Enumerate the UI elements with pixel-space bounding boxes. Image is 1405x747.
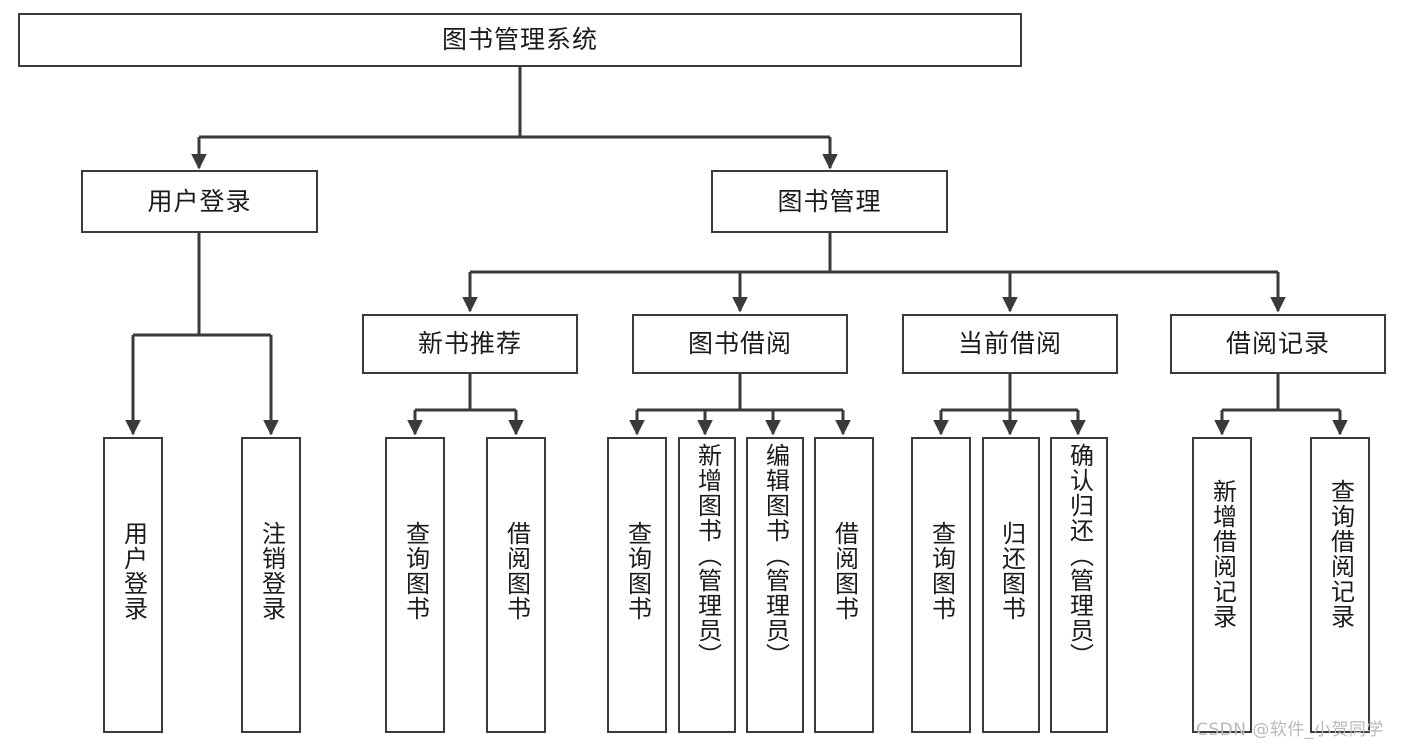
- node-leaf-add-record[interactable]: 新增借阅记录: [1192, 437, 1252, 733]
- leaf-label: 用户登录: [119, 521, 148, 621]
- leaf-label: 编辑图书（管理员）: [761, 443, 790, 668]
- leaf-label: 新增借阅记录: [1208, 479, 1237, 629]
- node-book-manage[interactable]: 图书管理: [711, 170, 948, 233]
- node-root[interactable]: 图书管理系统: [18, 13, 1022, 67]
- node-leaf-user-login[interactable]: 用户登录: [103, 437, 163, 733]
- node-leaf-query-book-1[interactable]: 查询图书: [385, 437, 445, 733]
- node-leaf-logout-login[interactable]: 注销登录: [241, 437, 301, 733]
- leaf-label: 查询图书: [623, 521, 652, 621]
- node-leaf-borrow-book-1[interactable]: 借阅图书: [486, 437, 546, 733]
- leaf-label: 确认归还（管理员）: [1065, 443, 1094, 668]
- leaf-label: 新增图书（管理员）: [693, 443, 722, 668]
- leaf-label: 查询借阅记录: [1326, 479, 1355, 629]
- leaf-label: 查询图书: [927, 521, 956, 621]
- node-borrow-record[interactable]: 借阅记录: [1170, 314, 1386, 374]
- node-leaf-borrow-book-2[interactable]: 借阅图书: [814, 437, 874, 733]
- leaf-label: 查询图书: [401, 521, 430, 621]
- node-leaf-query-book-3[interactable]: 查询图书: [911, 437, 971, 733]
- leaf-label: 借阅图书: [830, 521, 859, 621]
- node-current-borrow[interactable]: 当前借阅: [902, 314, 1118, 374]
- leaf-label: 注销登录: [257, 521, 286, 621]
- csdn-watermark: CSDN @软件_小贺同学: [1196, 720, 1384, 740]
- node-user-login[interactable]: 用户登录: [81, 170, 318, 233]
- leaf-label: 归还图书: [997, 521, 1026, 621]
- node-leaf-edit-book[interactable]: 编辑图书（管理员）: [746, 437, 804, 733]
- node-new-book-recommend[interactable]: 新书推荐: [362, 314, 578, 374]
- leaf-label: 借阅图书: [502, 521, 531, 621]
- node-leaf-confirm-return[interactable]: 确认归还（管理员）: [1050, 437, 1108, 733]
- node-leaf-query-book-2[interactable]: 查询图书: [607, 437, 667, 733]
- node-leaf-add-book[interactable]: 新增图书（管理员）: [678, 437, 736, 733]
- node-book-borrow[interactable]: 图书借阅: [632, 314, 848, 374]
- node-leaf-return-book[interactable]: 归还图书: [982, 437, 1040, 733]
- node-leaf-query-record[interactable]: 查询借阅记录: [1310, 437, 1370, 733]
